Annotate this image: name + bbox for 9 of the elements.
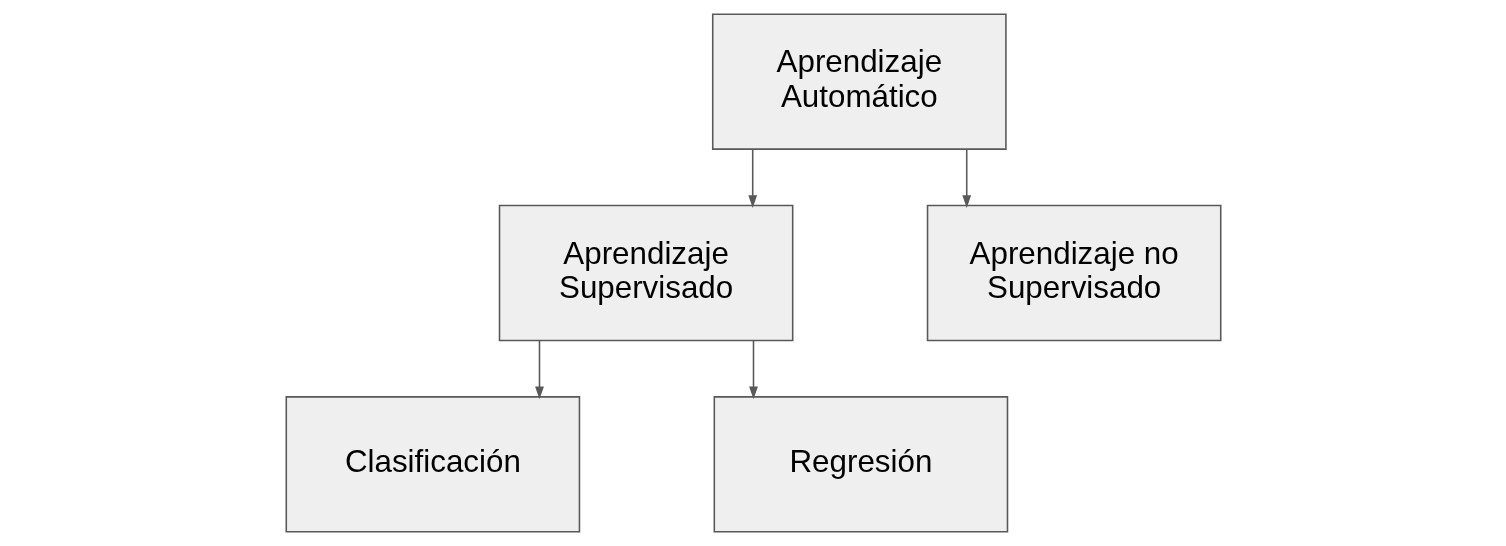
- arrow: [961, 148, 971, 208]
- node-box: Aprendizaje Automático: [711, 13, 1007, 150]
- node-box: Aprendizaje no Supervisado: [926, 204, 1221, 342]
- node-box: Regresión: [713, 396, 1008, 533]
- arrow: [747, 148, 757, 208]
- arrow: [534, 339, 544, 400]
- node-box: Aprendizaje Supervisado: [498, 204, 793, 342]
- arrow: [748, 339, 758, 400]
- node-box: Clasificación: [285, 396, 580, 533]
